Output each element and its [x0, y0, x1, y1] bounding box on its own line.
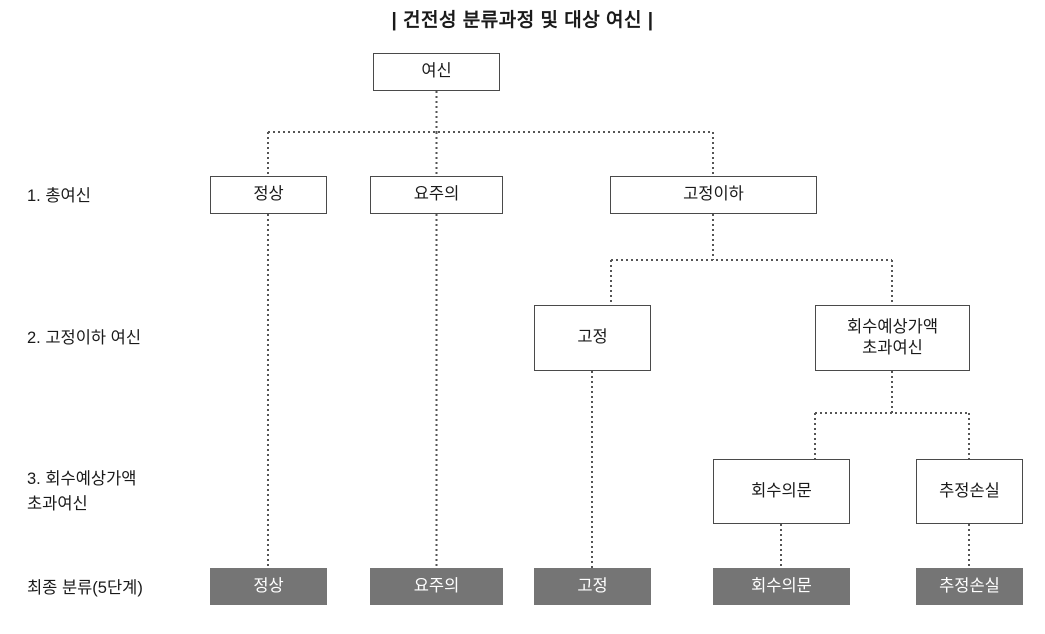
node-level2-excess-recoverable[interactable]: 회수예상가액 초과여신 — [815, 305, 970, 371]
row-label-excess-credit: 3. 회수예상가액 초과여신 — [27, 470, 137, 513]
node-level3-estimated-loss[interactable]: 추정손실 — [916, 459, 1023, 524]
node-final-doubtful[interactable]: 회수의문 — [713, 568, 850, 605]
node-final-normal[interactable]: 정상 — [210, 568, 327, 605]
row-label-substandard-credit: 2. 고정이하 여신 — [27, 329, 142, 347]
row-label-final-classification: 최종 분류(5단계) — [27, 579, 143, 597]
node-credit-root[interactable]: 여신 — [373, 53, 500, 91]
node-level1-substandard-below[interactable]: 고정이하 — [610, 176, 817, 214]
diagram-title: | 건전성 분류과정 및 대상 여신 | — [391, 10, 654, 31]
row-label-total-credit: 1. 총여신 — [27, 187, 91, 205]
node-level1-precautionary[interactable]: 요주의 — [370, 176, 503, 214]
node-level1-normal[interactable]: 정상 — [210, 176, 327, 214]
node-final-estimated-loss[interactable]: 추정손실 — [916, 568, 1023, 605]
node-final-precautionary[interactable]: 요주의 — [370, 568, 503, 605]
node-level3-doubtful[interactable]: 회수의문 — [713, 459, 850, 524]
node-final-substandard[interactable]: 고정 — [534, 568, 651, 605]
node-level2-substandard[interactable]: 고정 — [534, 305, 651, 371]
